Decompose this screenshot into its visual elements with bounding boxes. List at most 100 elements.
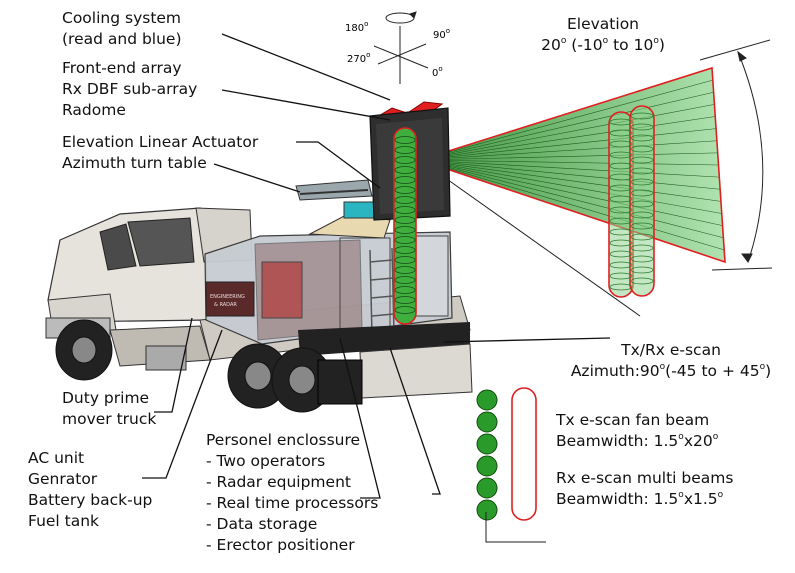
beam-legend [476, 387, 546, 543]
column-ellipse [394, 186, 416, 194]
rx-beam-dot [476, 455, 498, 477]
beam-line [419, 104, 715, 161]
tx-beam-title: Tx e-scan fan beam [556, 411, 710, 429]
beam-line [419, 159, 721, 190]
column-ellipse [394, 286, 416, 294]
rx-beam-column [393, 127, 417, 325]
truck-label: Duty prime mover truck [62, 389, 157, 428]
beam-ellipse [630, 189, 654, 197]
beam-ellipse [609, 228, 633, 236]
column-ellipse [394, 146, 416, 154]
column-ellipse [394, 226, 416, 234]
beam-ellipse [609, 184, 633, 192]
compass-270-label: 270o [347, 51, 370, 65]
rx-beam-title: Rx e-scan multi beams [556, 469, 734, 487]
beam-ellipse [630, 244, 654, 252]
scan-label: Tx/Rx e-scan Azimuth:90o(-45 to + 45o) [554, 340, 788, 382]
enclosure-label: Personel enclossure - Two operators - Ra… [206, 431, 379, 554]
column-ellipse [394, 156, 416, 164]
enclosure-logo-line2: & RADAR [214, 302, 237, 308]
beam-line [419, 140, 717, 161]
compass-0-label: 0o [432, 65, 443, 79]
rx-beam-dot [476, 477, 498, 499]
scan-title: Tx/Rx e-scan [621, 341, 721, 359]
enclosure-logo-line1: ENGINEERING [210, 294, 245, 300]
beam-ellipse [609, 206, 633, 214]
beam-ellipse [609, 239, 633, 247]
column-ellipse [394, 216, 416, 224]
beam-ellipse [630, 222, 654, 230]
tx-beam-label: Tx e-scan fan beam Beamwidth: 1.5ox20o [556, 410, 718, 452]
beam-line [419, 159, 723, 226]
beam-ellipse [630, 145, 654, 153]
beam-ellipse [609, 173, 633, 181]
rx-beam-dot [476, 499, 498, 521]
beam-ellipse [630, 266, 654, 274]
beam-lines [419, 67, 726, 263]
beam-ellipse [609, 195, 633, 203]
column-ellipse [394, 166, 416, 174]
column-ellipse [394, 136, 416, 144]
beam-ellipse [609, 129, 633, 137]
column-ellipse [394, 176, 416, 184]
elevation-range: 20o (-10o to 10o) [541, 36, 665, 54]
column-ellipse [394, 306, 416, 314]
beam-line [419, 159, 722, 214]
column-ellipse [394, 236, 416, 244]
column-ellipse [394, 296, 416, 304]
beam-ellipse [609, 162, 633, 170]
rx-beam-dot [476, 389, 498, 411]
beam-ellipse [630, 123, 654, 131]
beam-line [419, 159, 724, 239]
column-ellipse [394, 206, 416, 214]
beam-ellipse [609, 250, 633, 258]
beam-ellipse [609, 272, 633, 280]
power-systems-label: AC unit Genrator Battery back-up Fuel ta… [28, 449, 153, 530]
compass-90-label: 90o [433, 27, 450, 41]
leader-lines [142, 33, 611, 499]
beam-line [419, 159, 720, 178]
beam-line [419, 152, 718, 161]
beam-ellipse [630, 200, 654, 208]
beam-line [419, 79, 713, 161]
beam-line [419, 116, 716, 161]
cooling-system-label: Cooling system (read and blue) [62, 9, 182, 48]
rx-beam-dot [476, 433, 498, 455]
column-ellipse [394, 266, 416, 274]
elevation-angle-indicator [419, 39, 773, 317]
beam-ellipse [609, 217, 633, 225]
column-ellipse [394, 256, 416, 264]
elevation-title: Elevation [567, 15, 639, 33]
beam-ellipse [630, 277, 654, 285]
beam-ellipse [609, 151, 633, 159]
column-ellipse [394, 246, 416, 254]
front-end-array-label: Front-end array Rx DBF sub-array Radome [62, 59, 198, 119]
azimuth-compass [373, 11, 429, 84]
beam-ellipse [630, 156, 654, 164]
rx-beam-label: Rx e-scan multi beams Beamwidth: 1.5ox1.… [556, 468, 733, 510]
beam-ellipse [630, 255, 654, 263]
tx-beam-width: Beamwidth: 1.5ox20o [556, 432, 719, 450]
beam-ellipse [630, 178, 654, 186]
beam-line [419, 91, 714, 161]
scan-azimuth: Azimuth:90o(-45 to + 45o) [570, 362, 772, 380]
beam-ellipse [630, 211, 654, 219]
beam-line [419, 159, 725, 251]
column-ellipse [394, 196, 416, 204]
beam-ellipse [630, 134, 654, 142]
elevation-label: Elevation 20o (-10o to 10o) [530, 14, 676, 56]
beam-line [419, 159, 721, 202]
beam-ellipse [630, 112, 654, 120]
actuator-label: Elevation Linear Actuator Azimuth turn t… [62, 133, 259, 172]
rx-beam-width: Beamwidth: 1.5ox1.5o [556, 490, 724, 508]
beam-line [419, 128, 717, 161]
beam-ellipse [609, 118, 633, 126]
elevation-beam-fan [417, 66, 726, 264]
beam-ellipse [630, 233, 654, 241]
rx-beam-dot [476, 411, 498, 433]
beam-ellipse [609, 283, 633, 291]
fan-beam-stacks [609, 112, 654, 291]
beam-ellipse [630, 167, 654, 175]
beam-ellipse [609, 140, 633, 148]
